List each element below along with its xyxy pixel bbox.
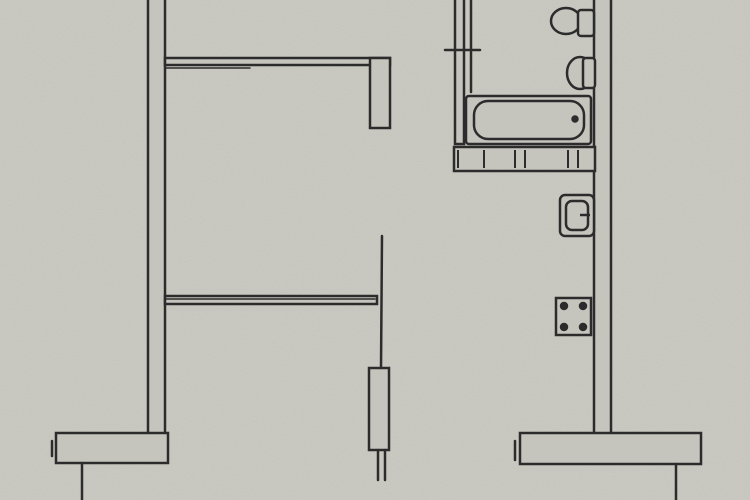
left-wall bbox=[146, 0, 167, 452]
right-wall bbox=[592, 0, 613, 454]
upper-partition-stub bbox=[368, 56, 392, 130]
bathtub-icon bbox=[464, 94, 593, 146]
sink-icon bbox=[558, 193, 596, 238]
middle-partition-wall bbox=[163, 294, 379, 306]
door-jamb bbox=[367, 366, 391, 452]
toilet-icon bbox=[549, 6, 596, 38]
bathroom-partition-vertical bbox=[453, 0, 466, 146]
toilet-icon bbox=[565, 55, 597, 91]
door-line bbox=[379, 234, 384, 370]
upper-partition-wall bbox=[163, 56, 392, 67]
stove-icon bbox=[554, 296, 593, 337]
bottom-right-ledge bbox=[518, 431, 703, 466]
bottom-left-ledge bbox=[54, 431, 170, 465]
